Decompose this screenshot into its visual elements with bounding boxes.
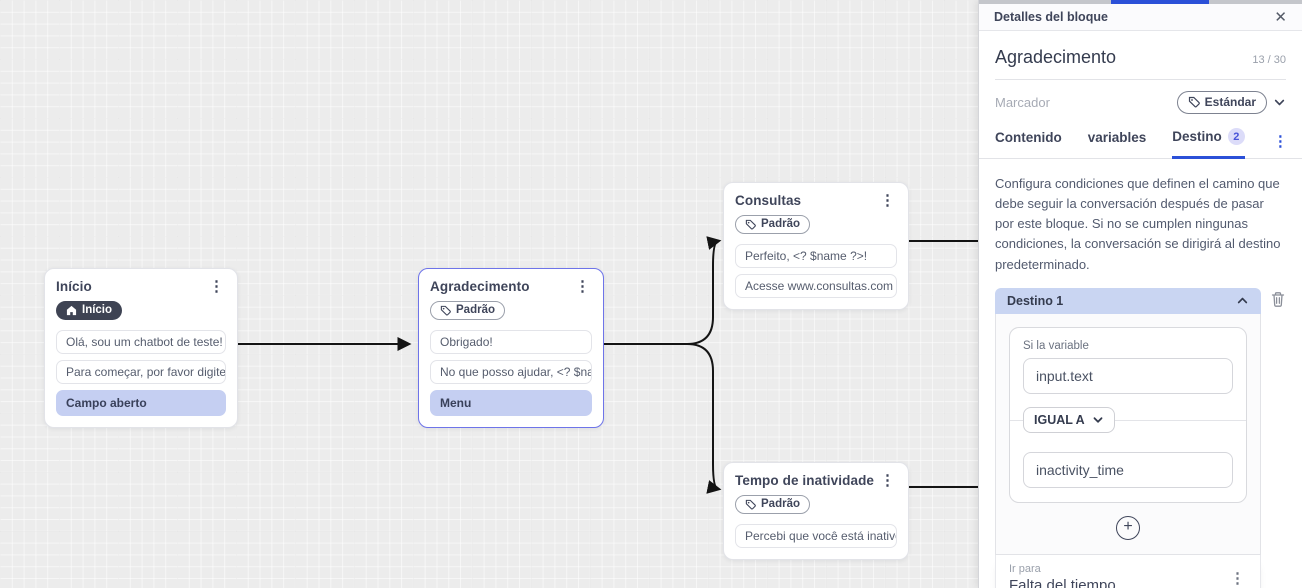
plus-icon: +	[1123, 517, 1133, 535]
tag-icon	[1188, 96, 1200, 108]
more-options-icon[interactable]: ⋮	[880, 192, 895, 209]
node-tempo-inatividade[interactable]: Tempo de inatividade ⋮ Padrão Percebi qu…	[723, 462, 909, 560]
message-row[interactable]: Perfeito, <? $name ?>!	[735, 243, 897, 268]
message-row[interactable]: Acesse www.consultas.com par...	[735, 273, 897, 298]
more-options-icon[interactable]: ⋮	[575, 278, 590, 295]
more-options-icon[interactable]: ⋮	[880, 472, 895, 489]
node-title: Consultas	[735, 193, 802, 208]
message-row[interactable]: Olá, sou um chatbot de teste!	[56, 329, 226, 354]
node-consultas[interactable]: Consultas ⋮ Padrão Perfeito, <? $name ?>…	[723, 182, 909, 310]
open-field-row[interactable]: Campo aberto	[56, 389, 226, 416]
add-condition-button[interactable]: +	[1116, 515, 1140, 540]
home-icon	[66, 305, 77, 315]
menu-row[interactable]: Menu	[430, 389, 592, 416]
destino-card-header[interactable]: Destino 1	[995, 287, 1261, 314]
destino-card-title: Destino 1	[1007, 293, 1064, 308]
flow-canvas[interactable]: Início ⋮ Início Olá, sou um chatbot de t…	[0, 0, 978, 588]
destino-card-body: Si la variable IGUAL A	[995, 313, 1261, 555]
char-counter: 13 / 30	[1252, 54, 1286, 66]
condition-card: Si la variable IGUAL A	[1009, 326, 1247, 503]
tab-contenido[interactable]: Contenido	[995, 130, 1062, 145]
tag-icon	[745, 499, 756, 510]
node-type-badge: Padrão	[430, 301, 505, 320]
edge-agradecimento-tempo	[686, 343, 722, 494]
goto-more-options-icon[interactable]: ⋮	[1230, 569, 1245, 587]
goto-target[interactable]: Falta del tiempo	[1009, 576, 1116, 588]
tabs-more-options-icon[interactable]: ⋮	[1272, 133, 1288, 150]
destino-goto-section: Ir para Falta del tiempo ⋮	[995, 554, 1261, 588]
tab-destino[interactable]: Destino 2	[1172, 128, 1245, 159]
tag-icon	[440, 305, 451, 316]
block-details-panel: Detalles del bloque ✕ Agradecimento 13 /…	[978, 0, 1302, 588]
condition-label: Si la variable	[1023, 339, 1089, 352]
chevron-down-icon	[1093, 417, 1103, 423]
edge-agradecimento-consultas	[686, 236, 722, 345]
destino-description: Configura condiciones que definen el cam…	[995, 176, 1281, 272]
estandar-chip[interactable]: Estándar	[1176, 91, 1267, 114]
tabstrip-active-indicator	[1111, 0, 1209, 4]
message-row[interactable]: Para começar, por favor digite o ...	[56, 359, 226, 384]
node-title: Tempo de inatividade	[735, 473, 875, 488]
destino-count-badge: 2	[1227, 128, 1245, 145]
node-title: Início	[56, 279, 92, 294]
block-name-row: Agradecimento 13 / 30	[995, 47, 1286, 80]
node-title: Agradecimento	[430, 279, 530, 294]
tab-variables[interactable]: variables	[1087, 130, 1147, 145]
operator-select[interactable]: IGUAL A	[1023, 406, 1115, 433]
node-inicio[interactable]: Início ⋮ Início Olá, sou um chatbot de t…	[44, 268, 238, 428]
close-icon[interactable]: ✕	[1274, 8, 1287, 26]
node-type-badge: Padrão	[735, 215, 810, 234]
message-row[interactable]: No que posso ajudar, <? $name ...	[430, 359, 592, 384]
block-name-input[interactable]: Agradecimento	[995, 47, 1117, 67]
node-type-badge: Padrão	[735, 495, 810, 514]
panel-title: Detalles del bloque	[994, 10, 1108, 24]
panel-tabs: Contenido variables Destino 2 ⋮	[979, 128, 1302, 159]
condition-variable-input[interactable]	[1023, 357, 1233, 394]
panel-top-tabstrip	[979, 0, 1302, 4]
marcador-placeholder[interactable]: Marcador	[995, 95, 1050, 110]
trash-icon[interactable]	[1270, 291, 1286, 308]
marcador-row: Marcador Estándar	[995, 91, 1286, 114]
node-agradecimento[interactable]: Agradecimento ⋮ Padrão Obrigado! No que …	[418, 268, 604, 428]
more-options-icon[interactable]: ⋮	[209, 278, 224, 295]
panel-header: Detalles del bloque ✕	[979, 4, 1302, 31]
message-row[interactable]: Percebi que você está inativo. C...	[735, 523, 897, 548]
tag-icon	[745, 219, 756, 230]
condition-value-input[interactable]	[1023, 451, 1233, 488]
chevron-down-icon[interactable]	[1273, 96, 1286, 109]
goto-label: Ir para	[1009, 562, 1041, 575]
destino-card: Destino 1 Si la variable	[995, 287, 1261, 588]
chevron-up-icon[interactable]	[1236, 294, 1249, 307]
message-row[interactable]: Obrigado!	[430, 329, 592, 354]
node-type-badge: Início	[56, 301, 123, 320]
